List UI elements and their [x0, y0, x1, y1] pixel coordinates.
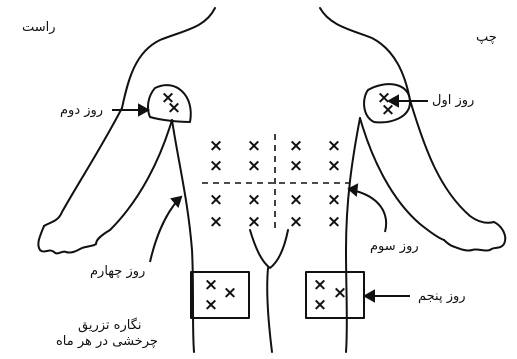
- injection-marker-abdomen: ×: [209, 156, 223, 176]
- injection-marker-abdomen: ×: [209, 212, 223, 232]
- shoulder-outline-left: [320, 8, 410, 100]
- arrow-day3: [352, 190, 386, 232]
- injection-marker-thigh-right: ×: [204, 275, 218, 295]
- label-day3: روز سوم: [370, 239, 419, 254]
- arm-outline-right-inner: [96, 120, 172, 244]
- label-day2: روز دوم: [60, 103, 103, 118]
- injection-marker-abdomen: ×: [289, 136, 303, 156]
- injection-marker-abdomen: ×: [247, 156, 261, 176]
- injection-zone-day4-day5-thigh-right: [191, 272, 249, 318]
- injection-marker-thigh-left: ×: [313, 295, 327, 315]
- crotch-outline: [250, 230, 288, 268]
- label-day1: روز اول: [432, 93, 474, 108]
- caption-line1: نگاره تزریق: [78, 318, 142, 333]
- caption-line2: چرخشی در هر ماه: [56, 334, 158, 349]
- injection-marker-abdomen: ×: [327, 136, 341, 156]
- injection-marker-abdomen: ×: [327, 212, 341, 232]
- label-day4: روز چهارم: [90, 264, 145, 279]
- injection-marker-abdomen: ×: [289, 190, 303, 210]
- injection-marker-abdomen: ×: [289, 156, 303, 176]
- label-right-side: راست: [22, 20, 56, 35]
- injection-marker-abdomen: ×: [327, 190, 341, 210]
- arm-outline-left-outer: [410, 100, 494, 223]
- hand-outline-right: [38, 226, 96, 253]
- torso-outline-left: [346, 118, 360, 352]
- arm-outline-left-inner: [360, 118, 444, 240]
- label-left-side: چپ: [476, 30, 497, 45]
- injection-marker-thigh-right: ×: [204, 295, 218, 315]
- injection-marker-abdomen: ×: [247, 136, 261, 156]
- hand-outline-left: [444, 222, 505, 251]
- arrow-day4: [150, 200, 178, 262]
- arm-outline-right-outer: [44, 108, 122, 226]
- injection-marker-abdomen: ×: [247, 190, 261, 210]
- label-day5: روز پنجم: [418, 289, 466, 304]
- center-leg-line: [267, 268, 272, 352]
- injection-marker-thigh-right: ×: [223, 283, 237, 303]
- injection-marker-arm-left: ×: [381, 100, 395, 120]
- injection-marker-thigh-left: ×: [313, 275, 327, 295]
- injection-marker-abdomen: ×: [247, 212, 261, 232]
- injection-marker-thigh-left: ×: [333, 283, 347, 303]
- injection-marker-arm-right: ×: [167, 98, 181, 118]
- injection-marker-abdomen: ×: [327, 156, 341, 176]
- injection-marker-abdomen: ×: [289, 212, 303, 232]
- injection-marker-abdomen: ×: [209, 190, 223, 210]
- injection-marker-abdomen: ×: [209, 136, 223, 156]
